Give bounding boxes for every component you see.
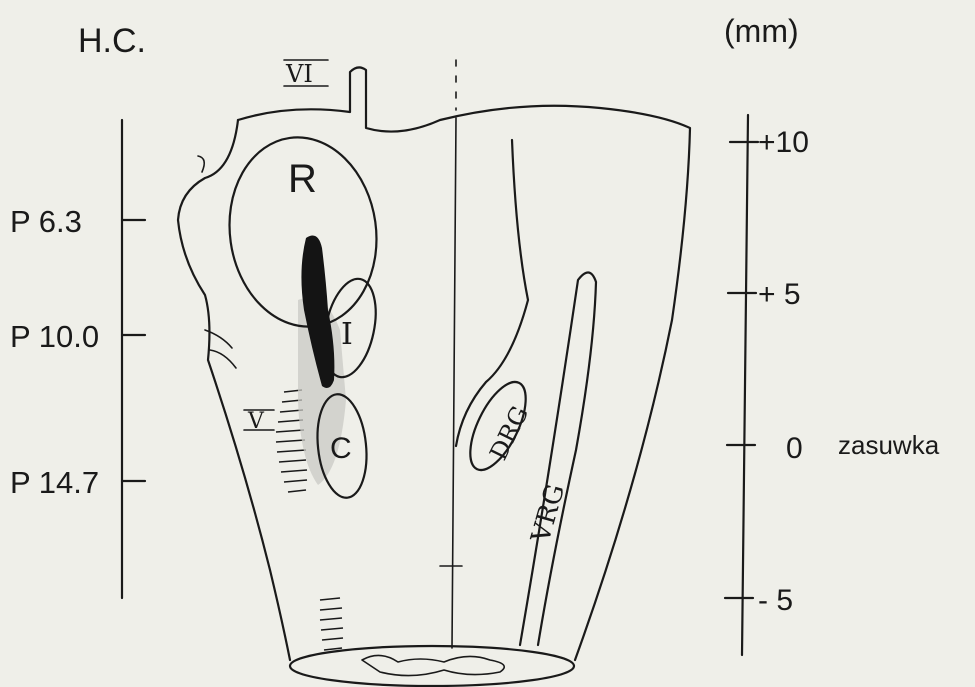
vrg-label: VRG <box>526 481 571 547</box>
unit-label: (mm) <box>724 13 799 49</box>
nucleus-r-label: R <box>288 157 317 201</box>
midline <box>452 118 456 648</box>
left-tick-label: P 10.0 <box>10 319 99 354</box>
brainstem-outline <box>178 60 690 686</box>
obex-label: zasuwka <box>838 430 940 460</box>
dorsal-boundary-curve <box>456 140 528 446</box>
left-scale: P 6.3 P 10.0 P 14.7 <box>10 120 145 598</box>
right-tick-label: 0 <box>786 432 803 465</box>
right-tick-label: - 5 <box>758 584 793 617</box>
corner-label: H.C. <box>78 22 146 60</box>
nerve-vi-label: VI <box>285 60 313 88</box>
right-tick-label: + 5 <box>758 278 801 311</box>
drg-label: DRG <box>484 402 534 465</box>
central-gray-shape <box>362 655 504 675</box>
outline-lateral-notch <box>198 156 204 172</box>
right-tick-label: +10 <box>758 126 809 159</box>
nucleus-c-label: C <box>330 432 352 465</box>
left-tick-label: P 14.7 <box>10 465 99 500</box>
right-scale: +10 + 5 0 zasuwka - 5 <box>725 115 940 655</box>
left-tick-label: P 6.3 <box>10 204 82 239</box>
caudal-cut-surface <box>290 646 574 686</box>
right-scale-axis <box>742 115 748 655</box>
outline-left-edge <box>178 120 290 660</box>
vrg-outline <box>520 272 596 645</box>
nucleus-i-label: I <box>341 317 353 352</box>
